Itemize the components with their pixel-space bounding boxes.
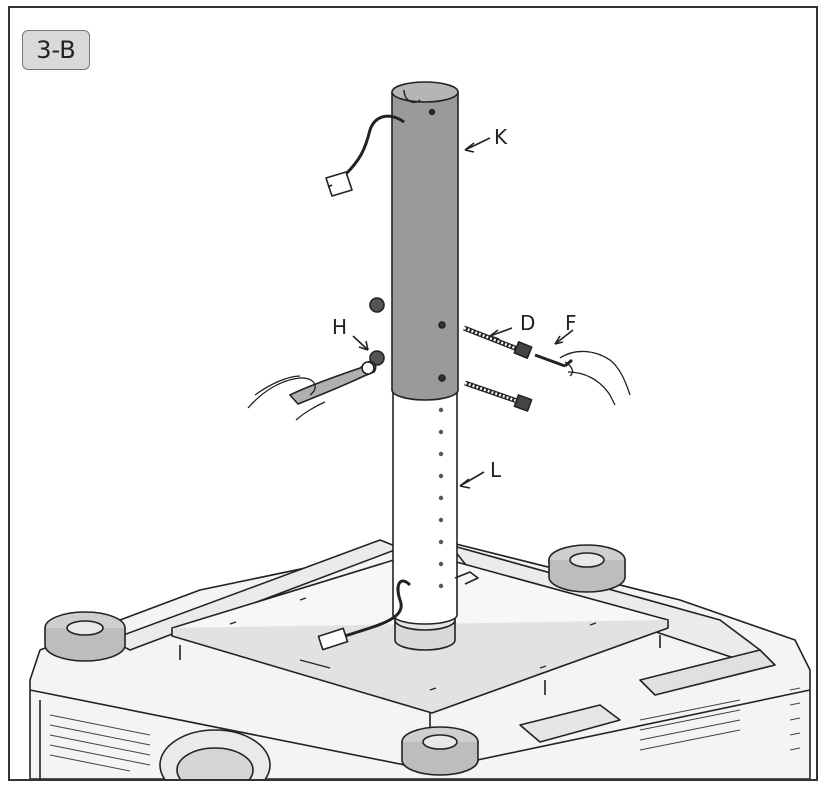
callout-h: H	[332, 315, 347, 339]
callout-d: D	[520, 311, 535, 335]
callout-arrows	[352, 137, 574, 489]
lower-cable	[317, 571, 479, 651]
left-hand	[247, 375, 326, 421]
right-hand	[559, 350, 631, 406]
step-badge: 3-B	[22, 30, 90, 70]
bolts-d	[463, 325, 533, 412]
projector-feet	[44, 544, 626, 776]
callout-k: K	[494, 125, 508, 149]
nuts-h	[369, 297, 385, 366]
upper-cable	[325, 114, 405, 197]
wrench	[289, 360, 377, 405]
callout-l: L	[490, 458, 502, 482]
upper-pole-k	[391, 81, 459, 401]
callout-f: F	[565, 311, 577, 335]
extension-pole-l	[392, 389, 458, 651]
step-label: 3-B	[36, 36, 76, 64]
hex-key-f	[534, 353, 573, 368]
